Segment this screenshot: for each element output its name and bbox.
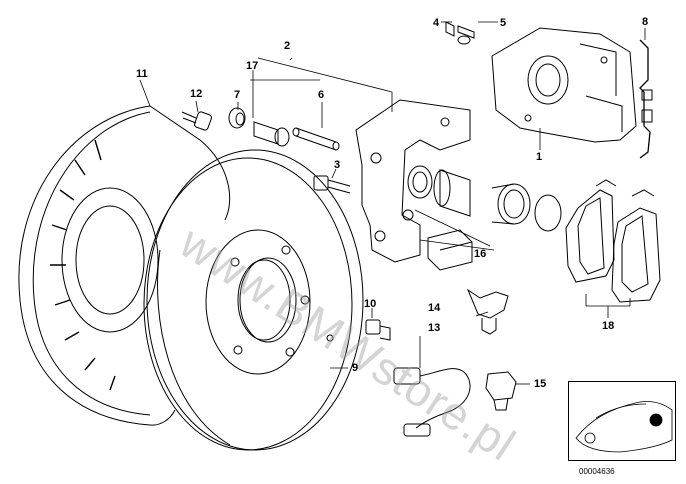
callout-11: 11 bbox=[136, 68, 148, 80]
thumbnail-frame bbox=[568, 381, 676, 461]
callout-4: 4 bbox=[433, 17, 440, 29]
brake-pad-spring-part bbox=[427, 229, 473, 271]
callout-7: 7 bbox=[234, 89, 241, 101]
callout-2: 2 bbox=[284, 40, 291, 52]
callout-3: 3 bbox=[334, 159, 341, 171]
bolt-12-part bbox=[181, 111, 212, 131]
caliper-carrier-part bbox=[355, 99, 471, 263]
callout-6: 6 bbox=[318, 89, 325, 101]
wear-sensor-part bbox=[393, 367, 471, 437]
diagram-number: 00004636 bbox=[579, 467, 615, 476]
callout-18: 18 bbox=[602, 320, 615, 332]
callout-14: 14 bbox=[428, 302, 441, 314]
brake-pads-part bbox=[565, 179, 661, 303]
callout-10: 10 bbox=[364, 298, 377, 310]
callout-8: 8 bbox=[642, 16, 649, 28]
callout-13: 13 bbox=[428, 322, 441, 334]
bleeder-valve-part bbox=[445, 21, 475, 45]
callout-16: 16 bbox=[474, 248, 487, 260]
callout-17: 17 bbox=[246, 60, 259, 72]
leader-lines bbox=[139, 21, 646, 385]
anti-rattle-clip-part bbox=[639, 39, 653, 159]
callout-9: 9 bbox=[352, 362, 359, 374]
bolt-10-part bbox=[365, 319, 391, 341]
callout-12: 12 bbox=[190, 88, 203, 100]
callout-5: 5 bbox=[500, 17, 507, 29]
clip-15-part bbox=[485, 371, 517, 411]
brake-disc-part bbox=[143, 149, 364, 451]
guide-bushing-part bbox=[228, 107, 340, 151]
dust-shield-part bbox=[18, 105, 231, 426]
callout-1: 1 bbox=[536, 151, 543, 163]
bolt-3-part bbox=[313, 175, 351, 194]
brake-caliper-part bbox=[491, 27, 637, 143]
callout-15: 15 bbox=[534, 378, 547, 390]
piston-seal-part bbox=[407, 165, 562, 232]
vehicle-location-thumbnail bbox=[575, 401, 673, 453]
